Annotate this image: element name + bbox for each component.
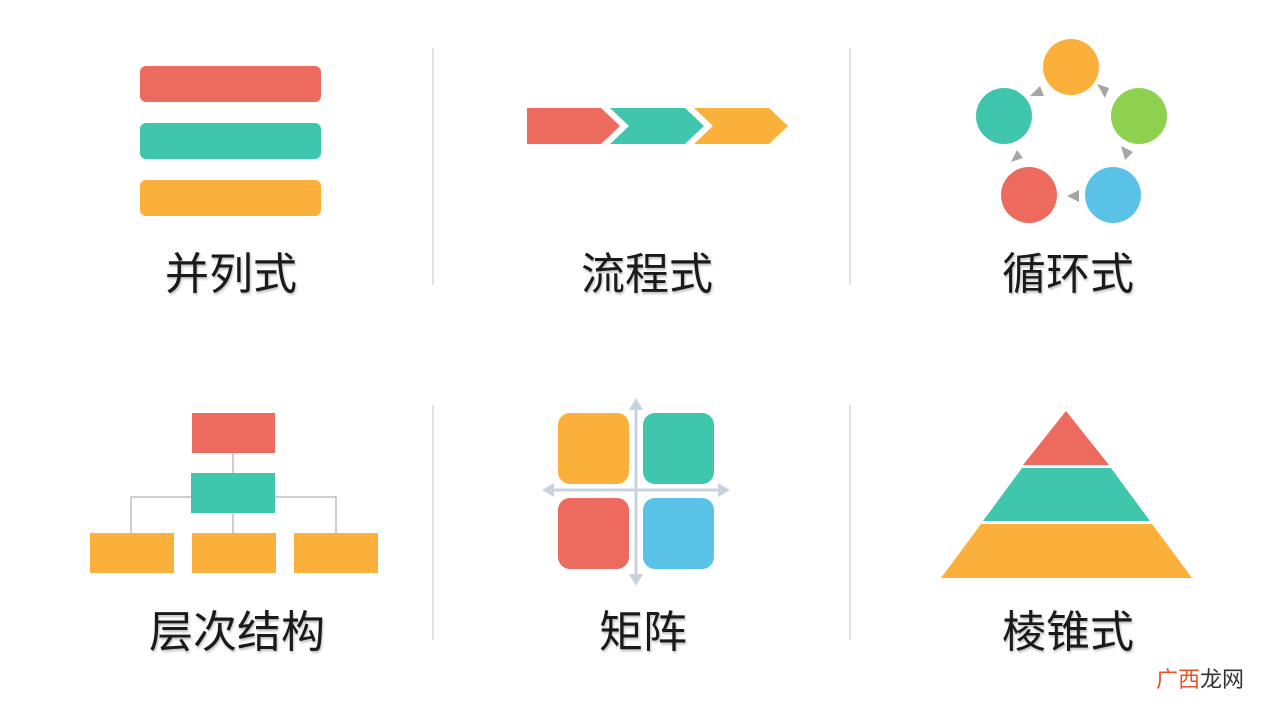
matrix-axis-arrow-up (629, 398, 643, 410)
matrix-cell-top-left (558, 413, 629, 484)
hierarchy-top-box (192, 413, 275, 453)
hierarchy-bottom-box-left (90, 533, 174, 573)
cycle-arrow-2 (1121, 146, 1133, 160)
hierarchy-middle-box (191, 473, 275, 513)
panel-label-cycle: 循环式 (1002, 249, 1134, 300)
cycle-arrow-5 (1030, 86, 1044, 96)
cycle-arrow-4 (1011, 150, 1023, 162)
process-chevron-teal (610, 108, 704, 144)
parallel-bar-orange (140, 180, 321, 216)
cycle-node-blue (1085, 167, 1141, 223)
process-chevron-red (527, 108, 620, 144)
panel-label-pyramid: 棱锥式 (1002, 607, 1134, 658)
panel-label-matrix: 矩阵 (599, 607, 687, 658)
pyramid-diagram (941, 411, 1192, 578)
parallel-diagram (140, 66, 321, 216)
hierarchy-diagram (90, 413, 378, 573)
cycle-arrow-1 (1097, 84, 1109, 98)
matrix-axis-arrow-left (542, 483, 554, 497)
process-chevron-orange (694, 108, 788, 144)
process-diagram (527, 108, 788, 144)
matrix-cell-bottom-right (643, 498, 714, 569)
matrix-cell-bottom-left (558, 498, 629, 569)
cycle-node-red (1001, 167, 1057, 223)
pyramid-tier-bottom (941, 524, 1192, 578)
parallel-bar-teal (140, 123, 321, 159)
matrix-cell-top-right (643, 413, 714, 484)
pyramid-tier-middle (983, 468, 1150, 521)
matrix-axis-arrow-right (718, 483, 730, 497)
watermark: 广西龙网 (1156, 662, 1244, 694)
cycle-diagram (976, 39, 1167, 223)
cycle-arrow-3 (1067, 190, 1079, 202)
parallel-bar-red (140, 66, 321, 102)
matrix-axis-arrow-down (629, 574, 643, 586)
cycle-node-teal (976, 88, 1032, 144)
cycle-node-orange (1043, 39, 1099, 95)
hierarchy-bottom-box-center (192, 533, 276, 573)
watermark-part-2: 龙网 (1199, 668, 1244, 693)
hierarchy-bottom-box-right (294, 533, 378, 573)
panel-label-process: 流程式 (581, 249, 713, 300)
pyramid-tier-top (1023, 411, 1109, 465)
panel-label-parallel: 并列式 (165, 249, 297, 300)
watermark-part-1: 广西 (1155, 668, 1200, 693)
matrix-diagram (542, 398, 730, 586)
panel-label-hierarchy: 层次结构 (149, 607, 325, 658)
cycle-node-green (1111, 88, 1167, 144)
